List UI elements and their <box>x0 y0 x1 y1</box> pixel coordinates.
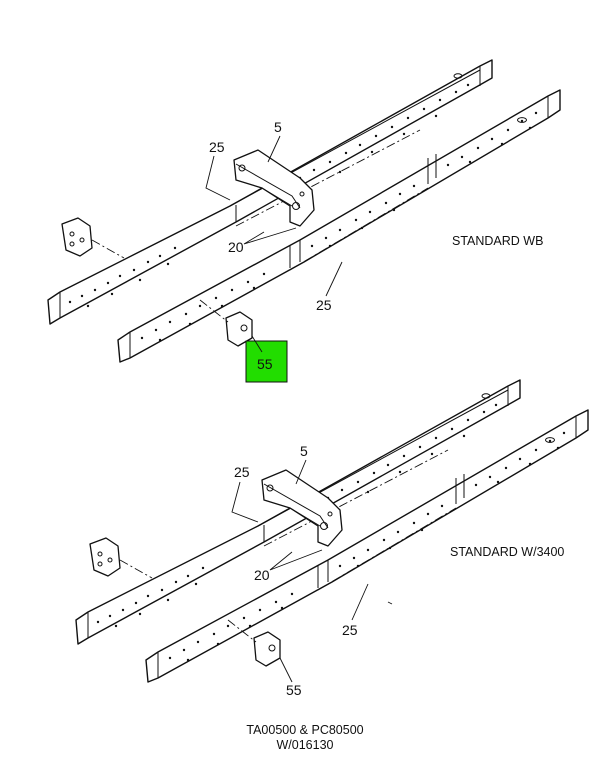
bottom-caption: STANDARD W/3400 <box>450 545 564 559</box>
top-callout-liner: 20 <box>228 239 244 255</box>
bottom-callout-bracket: 5 <box>300 443 308 459</box>
top-callout-bracket: 5 <box>274 119 282 135</box>
footer-line-1: TA00500 & PC80500 <box>246 723 363 737</box>
bottom-callout-rail-left: 25 <box>234 464 250 480</box>
bottom-callout-clip: 55 <box>286 682 302 698</box>
top-callout-clip-highlight[interactable] <box>245 340 288 383</box>
top-frame-assembly <box>47 59 561 363</box>
bottom-callouts: 5 25 20 25 55 STANDARD W/3400 <box>231 443 564 698</box>
top-callout-rail-right: 25 <box>316 297 332 313</box>
bottom-frame-assembly <box>75 379 589 683</box>
tick-mark <box>387 601 393 605</box>
top-callouts: 5 25 20 25 55 STANDARD WB <box>205 119 543 383</box>
footer: TA00500 & PC80500 W/016130 <box>246 723 363 752</box>
bottom-callout-liner: 20 <box>254 567 270 583</box>
footer-line-2: W/016130 <box>277 738 334 752</box>
bottom-callout-rail-right: 25 <box>342 622 358 638</box>
top-caption: STANDARD WB <box>452 234 543 248</box>
top-callout-rail-left: 25 <box>209 139 225 155</box>
top-callout-clip: 55 <box>257 356 273 372</box>
